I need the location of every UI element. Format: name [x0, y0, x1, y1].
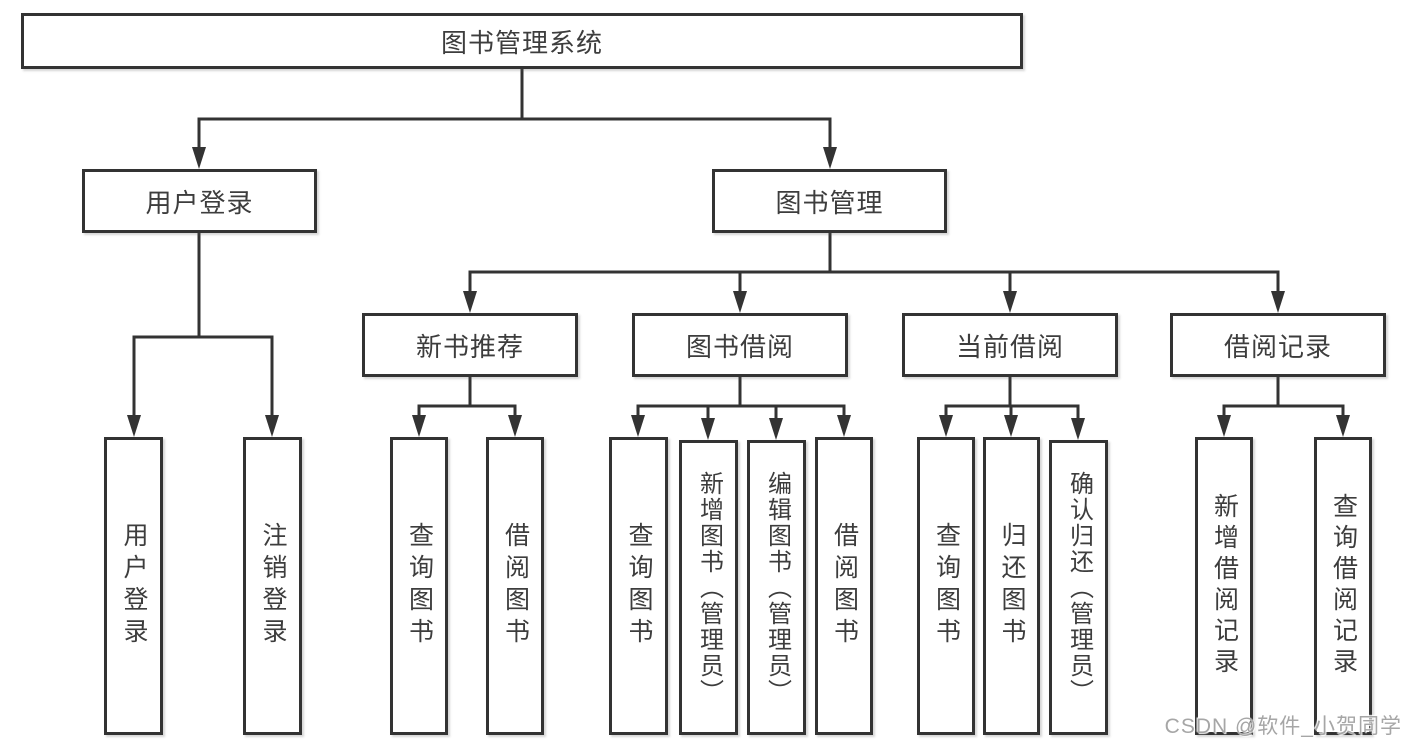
leaf-current-query-book-label: 查询图书	[932, 522, 961, 650]
node-borrow-record-label: 借阅记录	[1223, 331, 1332, 362]
leaf-borrow-query-book: 查询图书	[609, 437, 668, 735]
connector-current-borrow-to-leaves	[939, 377, 1085, 440]
leaf-borrow-borrow-book-label: 借阅图书	[830, 522, 859, 650]
connector-book-mgmt-to-level3	[463, 233, 1285, 313]
node-root-label: 图书管理系统	[440, 27, 603, 58]
leaf-logout: 注销登录	[243, 437, 302, 735]
watermark-text: CSDN @软件_小贺同学	[1164, 715, 1402, 738]
leaf-newbook-query-book: 查询图书	[390, 437, 448, 735]
leaf-borrow-borrow-book: 借阅图书	[815, 437, 873, 735]
leaf-user-login-label: 用户登录	[120, 522, 148, 650]
leaf-record-add-borrow-record-label: 新增借阅记录	[1210, 493, 1239, 679]
leaf-borrow-add-book-admin: 新增图书（管理员）	[679, 440, 738, 735]
node-current-borrow: 当前借阅	[902, 313, 1118, 377]
node-user-login-label: 用户登录	[145, 187, 254, 218]
leaf-newbook-query-book-label: 查询图书	[405, 522, 434, 650]
leaf-borrow-edit-book-admin: 编辑图书（管理员）	[747, 440, 806, 735]
leaf-current-return-book-label: 归还图书	[998, 522, 1026, 650]
leaf-record-query-borrow-record-label: 查询借阅记录	[1329, 493, 1358, 679]
leaf-borrow-query-book-label: 查询图书	[625, 522, 653, 650]
node-new-book-recommend-label: 新书推荐	[415, 331, 524, 362]
node-new-book-recommend: 新书推荐	[362, 313, 578, 377]
leaf-borrow-add-book-admin-label: 新增图书（管理员）	[695, 470, 723, 705]
connector-user-login-to-leaves	[127, 233, 279, 437]
leaf-current-return-book: 归还图书	[983, 437, 1040, 735]
connector-new-book-to-leaves	[412, 377, 522, 437]
leaf-current-confirm-return-admin: 确认归还（管理员）	[1049, 440, 1108, 735]
node-borrow-record: 借阅记录	[1170, 313, 1386, 377]
leaf-borrow-edit-book-admin-label: 编辑图书（管理员）	[763, 470, 791, 705]
leaf-newbook-borrow-book: 借阅图书	[486, 437, 544, 735]
leaf-logout-label: 注销登录	[259, 522, 287, 650]
leaf-current-confirm-return-admin-label: 确认归还（管理员）	[1065, 470, 1093, 705]
connector-borrow-record-to-leaves	[1217, 377, 1350, 437]
node-user-login: 用户登录	[82, 169, 317, 233]
node-book-borrow: 图书借阅	[632, 313, 848, 377]
leaf-user-login: 用户登录	[104, 437, 163, 735]
connector-book-borrow-to-leaves	[631, 377, 851, 440]
leaf-record-query-borrow-record: 查询借阅记录	[1314, 437, 1372, 735]
leaf-newbook-borrow-book-label: 借阅图书	[501, 522, 530, 650]
leaf-record-add-borrow-record: 新增借阅记录	[1195, 437, 1253, 735]
node-current-borrow-label: 当前借阅	[955, 331, 1064, 362]
node-book-management: 图书管理	[712, 169, 947, 233]
node-book-management-label: 图书管理	[775, 187, 884, 218]
node-book-borrow-label: 图书借阅	[685, 331, 794, 362]
node-root-system: 图书管理系统	[21, 13, 1023, 69]
leaf-current-query-book: 查询图书	[917, 437, 975, 735]
connector-root-to-level2	[192, 69, 837, 169]
